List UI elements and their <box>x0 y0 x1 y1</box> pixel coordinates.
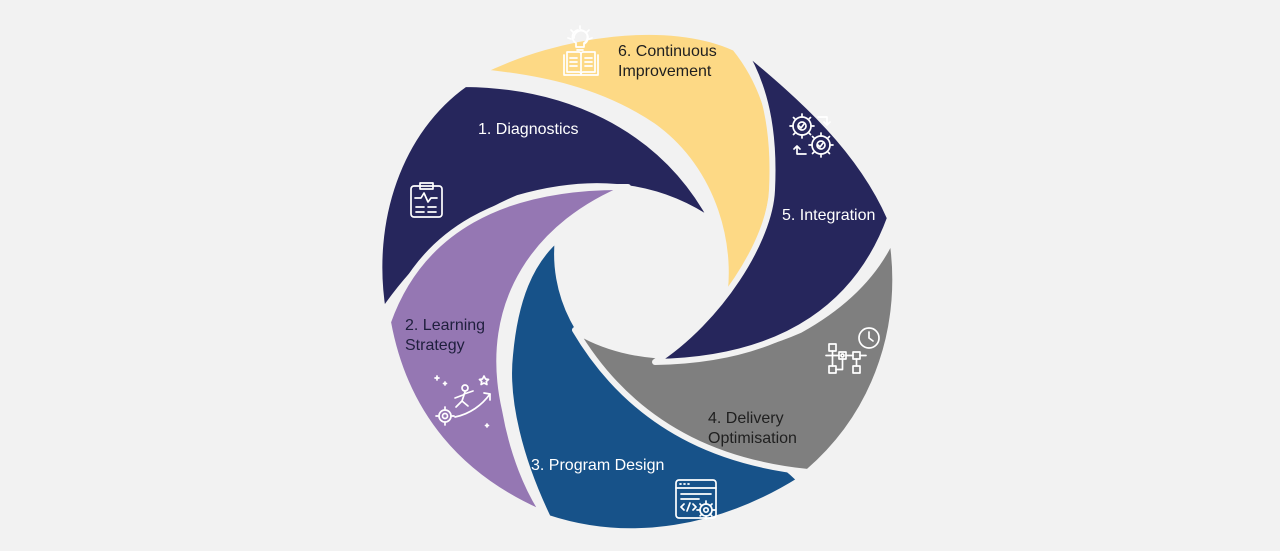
label-integration: 5. Integration <box>782 207 875 224</box>
climber-growth-icon <box>434 375 491 428</box>
label-line: Optimisation <box>708 430 797 447</box>
book-lightbulb-icon <box>563 25 599 76</box>
code-window-gear-icon <box>675 479 717 520</box>
clipboard-pulse-icon <box>410 182 443 218</box>
label-diagnostics: 1. Diagnostics <box>478 121 579 138</box>
label-line: 3. Program Design <box>531 457 664 474</box>
label-line: Strategy <box>405 337 465 354</box>
flowchart-clock-icon <box>825 327 880 374</box>
label-line: Improvement <box>618 63 712 80</box>
label-line: 4. Delivery <box>708 410 784 427</box>
label-line: 2. Learning <box>405 317 485 334</box>
segment-learning-strategy <box>385 183 631 517</box>
segment-integration <box>652 45 893 365</box>
label-line: 5. Integration <box>782 207 875 224</box>
label-line: 1. Diagnostics <box>478 121 579 138</box>
gears-cycle-icon <box>789 113 834 158</box>
label-line: 6. Continuous <box>618 43 717 60</box>
label-program-design: 3. Program Design <box>531 457 664 474</box>
